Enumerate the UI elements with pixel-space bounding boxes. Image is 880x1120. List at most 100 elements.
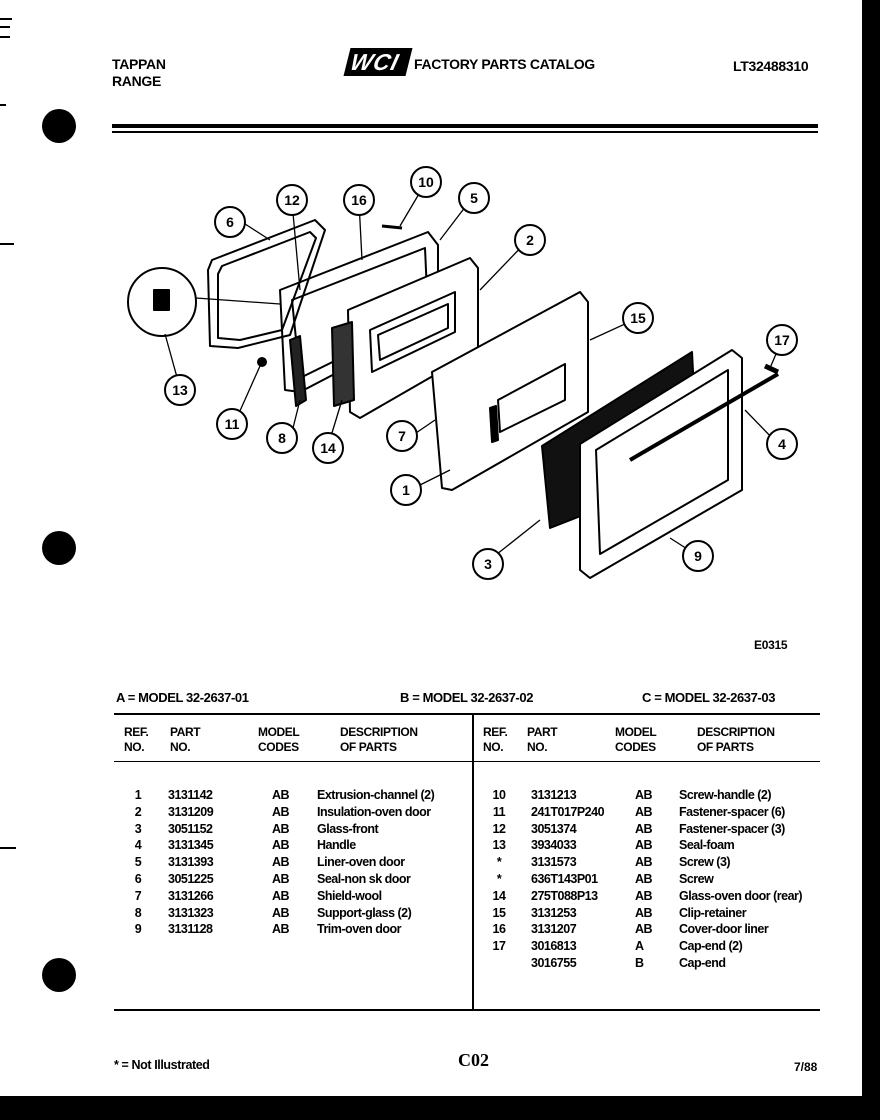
svg-text:5: 5 [470, 190, 478, 206]
model-code: AB [635, 804, 653, 819]
ref-no: 3 [134, 821, 142, 836]
shield-bracket [489, 405, 499, 443]
callout-12: 12 [276, 184, 308, 216]
model-code: AB [272, 888, 290, 903]
model-code: A [635, 939, 644, 954]
rear-glass-part [331, 321, 355, 407]
wci-logo: WCI [343, 48, 413, 76]
model-code: B [635, 956, 644, 970]
part-no: 3131266 [168, 888, 214, 903]
svg-text:11: 11 [225, 416, 240, 432]
callout-2: 2 [514, 224, 546, 256]
model-code: AB [635, 905, 653, 920]
svg-text:9: 9 [694, 548, 702, 564]
svg-text:15: 15 [630, 310, 646, 326]
part-no: 3131393 [168, 855, 214, 870]
svg-text:10: 10 [418, 174, 434, 190]
edge-mark [0, 847, 16, 849]
edge-mark [0, 18, 12, 20]
part-no: 3051374 [531, 821, 577, 836]
ref-no: 11 [492, 804, 506, 819]
catalog-number: LT32488310 [733, 58, 809, 74]
screw-handle-part [381, 224, 403, 230]
ref-no: 9 [134, 922, 142, 937]
edge-mark [0, 243, 14, 245]
callout-8: 8 [266, 422, 298, 454]
cap-end-part [763, 363, 780, 375]
part-no: 3131253 [531, 905, 577, 920]
binder-hole [42, 109, 76, 143]
part-description: Insulation-oven door [317, 804, 431, 819]
not-illustrated-note: * = Not Illustrated [114, 1058, 210, 1072]
model-code: AB [272, 922, 290, 937]
part-no: 636T143P01 [531, 872, 598, 886]
part-description: Fastener-spacer (3) [679, 821, 785, 836]
callout-4: 4 [766, 428, 798, 460]
ref-no: 7 [134, 888, 142, 903]
part-description: Seal-foam [679, 838, 735, 853]
model-code: AB [272, 872, 290, 886]
svg-text:2: 2 [526, 232, 534, 248]
model-b: B = MODEL 32-2637-02 [400, 690, 534, 705]
detail-leader [195, 297, 281, 305]
callout-17: 17 [766, 324, 798, 356]
part-no: 3051152 [168, 821, 213, 836]
trim-inner [595, 369, 729, 555]
ref-no: 12 [492, 821, 506, 836]
part-no: 3131213 [531, 788, 577, 802]
ref-no: 10 [492, 788, 506, 802]
part-no: 3131128 [168, 922, 213, 937]
part-no: 3016813 [531, 939, 577, 954]
callout-13: 13 [164, 374, 196, 406]
part-description: Liner-oven door [317, 855, 405, 870]
ref-no: * [496, 872, 502, 886]
ref-no: 4 [134, 838, 142, 853]
callout-16: 16 [343, 184, 375, 216]
callout-14: 14 [312, 432, 344, 464]
model-code: AB [272, 788, 290, 802]
callout-5: 5 [458, 182, 490, 214]
part-description: Screw [679, 872, 714, 886]
part-description: Cap-end [679, 956, 726, 970]
svg-text:7: 7 [398, 428, 406, 444]
part-no: 3051225 [168, 872, 214, 886]
part-no: 3016755 [531, 956, 577, 970]
edge-mark [0, 104, 6, 106]
part-no: 3131323 [168, 905, 214, 920]
callout-3: 3 [472, 548, 504, 580]
table-top-rule [114, 713, 820, 715]
callout-11: 11 [216, 408, 248, 440]
part-description: Glass-front [317, 821, 379, 836]
part-no: 275T088P13 [531, 888, 598, 903]
insulation-window-inner [377, 303, 449, 361]
part-description: Cap-end (2) [679, 939, 743, 954]
model-code: AB [272, 855, 290, 870]
binder-hole [42, 958, 76, 992]
svg-text:12: 12 [284, 192, 300, 208]
table-bottom-rule [114, 1009, 820, 1011]
part-description: Handle [317, 838, 356, 853]
exploded-door-diagram: 1 2 3 4 5 6 7 8 9 10 11 12 13 14 15 16 1… [127, 166, 798, 580]
svg-text:13: 13 [172, 382, 188, 398]
part-description: Fastener-spacer (6) [679, 804, 785, 819]
part-no: 3131142 [168, 788, 213, 802]
ref-no: 2 [134, 804, 142, 819]
brand-name: TAPPAN [112, 56, 166, 72]
callout-1: 1 [390, 474, 422, 506]
shield-part [431, 291, 589, 491]
support-glass-part [289, 335, 307, 407]
model-code: AB [272, 804, 290, 819]
part-description: Seal-non sk door [317, 872, 411, 886]
model-code: AB [635, 855, 653, 870]
seal-inner [217, 231, 317, 341]
part-description: Shield-wool [317, 888, 382, 903]
model-code: AB [635, 788, 653, 802]
ref-no: 8 [134, 905, 142, 920]
edge-mark [0, 26, 10, 28]
part-no: 241T017P240 [531, 804, 605, 819]
header-rule [112, 124, 818, 128]
